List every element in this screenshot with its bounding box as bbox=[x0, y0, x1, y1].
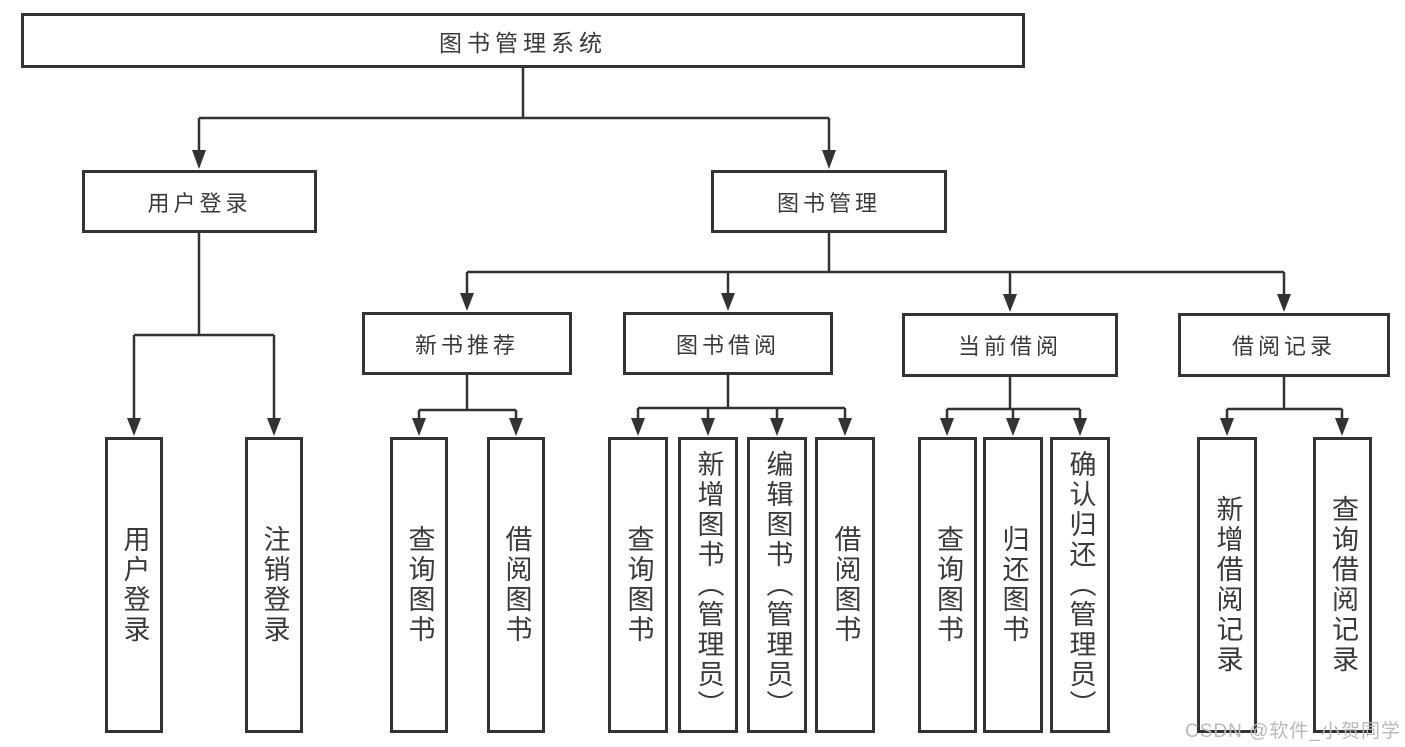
leaf-user-login: 用户登录 bbox=[105, 437, 163, 733]
node-label: 图书借阅 bbox=[675, 332, 780, 358]
leaf-query-books-borrowing: 查询图书 bbox=[608, 437, 668, 733]
node-label: 图书管理系统 bbox=[439, 29, 607, 56]
node-label: 归还图书 bbox=[998, 525, 1029, 645]
node-label: 确认归还（管理员） bbox=[1065, 450, 1096, 720]
leaf-logout: 注销登录 bbox=[245, 437, 303, 733]
leaf-edit-books-admin: 编辑图书（管理员） bbox=[747, 437, 807, 733]
leaf-query-books-recommend: 查询图书 bbox=[390, 437, 448, 733]
node-new-book-recommend: 新书推荐 bbox=[362, 312, 572, 375]
leaf-add-books-admin: 新增图书（管理员） bbox=[678, 437, 738, 733]
leaf-confirm-return-admin: 确认归还（管理员） bbox=[1050, 437, 1110, 733]
csdn-watermark: CSDN @软件_小贺同学 bbox=[1185, 721, 1401, 742]
node-label: 图书管理 bbox=[776, 190, 881, 216]
node-label: 查询图书 bbox=[623, 525, 654, 645]
node-label: 查询图书 bbox=[933, 525, 963, 645]
node-label: 借阅图书 bbox=[830, 525, 861, 645]
node-current-borrowing: 当前借阅 bbox=[902, 313, 1118, 377]
node-book-management: 图书管理 bbox=[711, 170, 947, 233]
node-label: 用户登录 bbox=[147, 190, 252, 216]
node-user-login: 用户登录 bbox=[82, 170, 317, 233]
node-label: 查询借阅记录 bbox=[1328, 495, 1358, 675]
node-borrowing-records: 借阅记录 bbox=[1178, 313, 1390, 377]
leaf-query-borrow-record: 查询借阅记录 bbox=[1313, 437, 1372, 733]
node-label: 借阅记录 bbox=[1231, 334, 1336, 359]
node-library-management-system: 图书管理系统 bbox=[21, 13, 1025, 68]
node-label: 新增图书（管理员） bbox=[693, 450, 724, 720]
arrowheads bbox=[127, 150, 1349, 436]
node-book-borrowing: 图书借阅 bbox=[623, 312, 833, 375]
leaf-return-books: 归还图书 bbox=[983, 437, 1043, 733]
leaf-query-books-current: 查询图书 bbox=[918, 437, 977, 733]
node-label: 新增借阅记录 bbox=[1212, 495, 1243, 675]
leaf-borrow-books-recommend: 借阅图书 bbox=[487, 437, 545, 733]
node-label: 查询图书 bbox=[404, 525, 435, 645]
node-label: 注销登录 bbox=[259, 525, 290, 645]
leaf-add-borrow-record: 新增借阅记录 bbox=[1197, 437, 1257, 733]
node-label: 编辑图书（管理员） bbox=[762, 450, 793, 720]
leaf-borrow-books: 借阅图书 bbox=[815, 437, 875, 733]
node-label: 新书推荐 bbox=[414, 332, 519, 358]
node-label: 用户登录 bbox=[119, 525, 150, 645]
node-label: 借阅图书 bbox=[501, 525, 532, 645]
node-label: 当前借阅 bbox=[957, 334, 1062, 359]
